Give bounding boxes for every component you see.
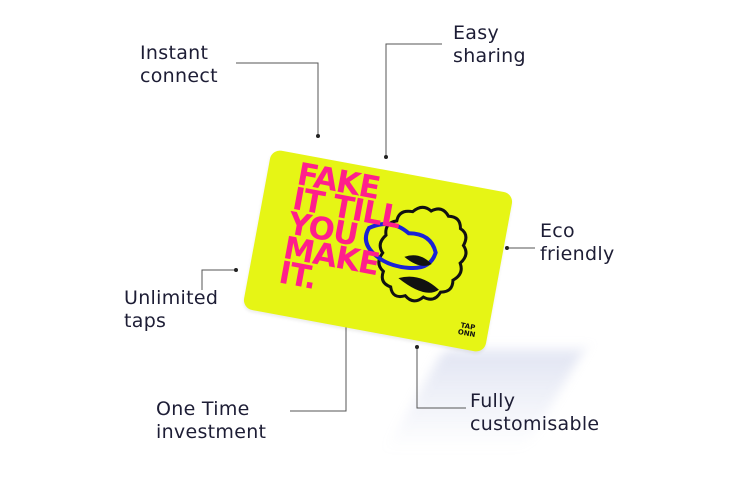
leader-instant [236, 62, 319, 136]
card-face: FAKE IT TILL YOU MAKE IT. TAP ONN [242, 148, 514, 354]
feature-one-time-investment: One Time investment [156, 398, 266, 444]
card-artwork [363, 205, 468, 303]
feature-easy-sharing: Easy sharing [453, 22, 526, 68]
leader-custom [416, 347, 466, 409]
feature-eco-friendly: Eco friendly [540, 220, 615, 266]
feature-label: customisable [470, 413, 600, 435]
feature-label: Eco [540, 220, 575, 242]
nfc-card: FAKE IT TILL YOU MAKE IT. TAP ONN [242, 148, 514, 354]
feature-label: Fully [470, 390, 516, 412]
feature-label: investment [156, 421, 267, 443]
feature-label: connect [140, 65, 218, 87]
face-eye-left [404, 255, 432, 266]
feature-label: friendly [540, 243, 615, 265]
dot-eco [505, 246, 509, 250]
feature-label: One Time [156, 398, 250, 420]
feature-label: taps [124, 310, 167, 332]
feature-label: sharing [453, 45, 526, 67]
card-slogan: FAKE IT TILL YOU MAKE IT. [276, 156, 407, 305]
leader-onetime [290, 326, 347, 412]
wavy-circle-outline [377, 205, 468, 303]
dot-instant [316, 134, 320, 138]
dot-sharing [384, 155, 388, 159]
leader-unlimited [201, 269, 236, 290]
feature-fully-customisable: Fully customisable [470, 390, 599, 436]
feature-unlimited-taps: Unlimited taps [124, 287, 218, 333]
feature-label: Unlimited [124, 287, 219, 309]
face-mouth [398, 276, 439, 293]
card-brand-logo: TAP ONN [457, 321, 477, 339]
feature-label: Easy [453, 22, 499, 44]
feature-instant-connect: Instant connect [140, 42, 218, 88]
feature-label: Instant [140, 42, 209, 64]
dot-unlimited [234, 268, 238, 272]
dot-custom [415, 345, 419, 349]
leader-sharing [385, 43, 442, 156]
